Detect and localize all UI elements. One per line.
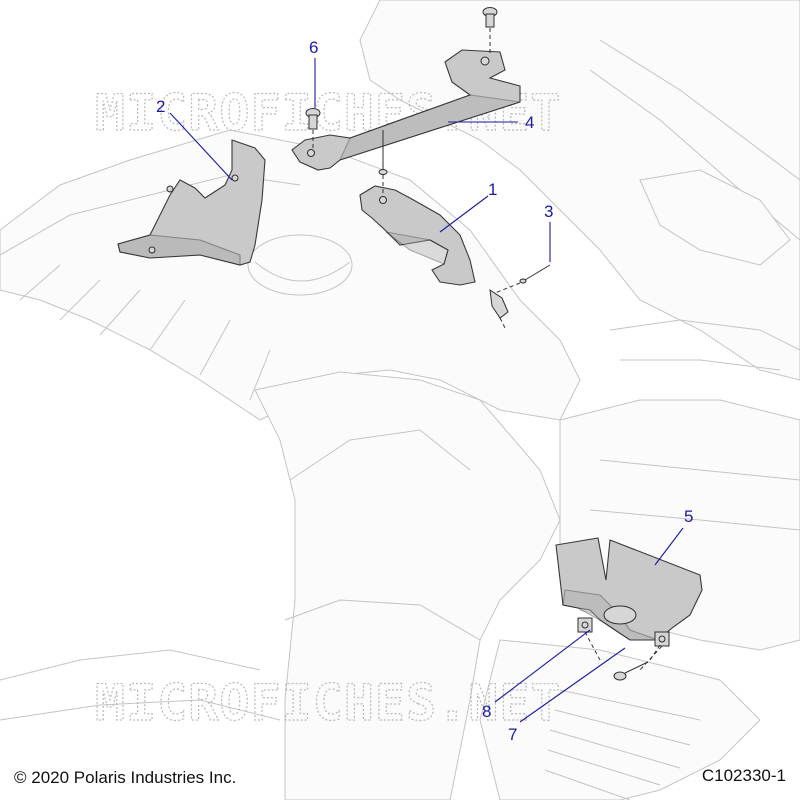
part-2-bracket — [117, 139, 266, 266]
leader-lines — [169, 58, 684, 723]
callout-labels: 1 2 3 4 5 6 7 8 — [156, 38, 693, 744]
callout-5: 5 — [684, 507, 693, 526]
top-screw — [482, 7, 498, 55]
part-1-bracket — [359, 185, 476, 286]
callout-8: 8 — [482, 702, 491, 721]
callout-3: 3 — [544, 202, 553, 221]
part-8-nut — [584, 631, 663, 671]
part-4-bracket — [291, 49, 521, 171]
part-6-screw — [305, 108, 321, 150]
callout-4: 4 — [525, 113, 534, 132]
part-7-screw — [613, 644, 661, 681]
callout-1: 1 — [488, 180, 497, 199]
copyright-notice: © 2020 Polaris Industries Inc. — [14, 768, 237, 787]
watermark-bottom: MICROFICHES.NET — [95, 674, 562, 732]
part-5-shield — [555, 537, 703, 647]
callout-6: 6 — [309, 38, 318, 57]
callout-2: 2 — [156, 97, 165, 116]
part-3-pin — [489, 264, 551, 331]
figure-code: C102330-1 — [701, 766, 786, 785]
rivet-upper — [378, 130, 388, 195]
callout-7: 7 — [508, 725, 517, 744]
